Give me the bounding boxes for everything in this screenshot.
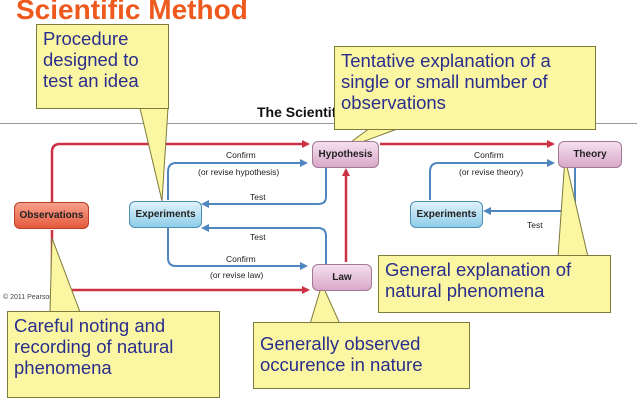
copyright-text: © 2011 Pearson bbox=[3, 294, 54, 301]
experiment-callout: Procedure designed to test an idea bbox=[36, 24, 169, 109]
label-confirm-law: Confirm bbox=[226, 254, 256, 264]
hypothesis-node: Hypothesis bbox=[312, 141, 379, 168]
divider-line bbox=[0, 123, 637, 124]
label-test-theory: Test bbox=[527, 220, 543, 230]
pointer-experiment-callout bbox=[139, 107, 169, 202]
label-revise-hypothesis: (or revise hypothesis) bbox=[198, 167, 280, 177]
arrow-experiments-confirm-law bbox=[167, 228, 308, 270]
arrow-law-test-experiments bbox=[201, 224, 327, 265]
theory-node: Theory bbox=[558, 141, 622, 168]
law-node: Law bbox=[312, 264, 372, 291]
slide-title: Scientific Method bbox=[16, 0, 248, 25]
pointer-theory-callout bbox=[557, 157, 589, 258]
theory-callout: General explanation of natural phenomena bbox=[378, 255, 611, 313]
pointer-observation-callout bbox=[49, 237, 81, 313]
label-confirm-theory: Confirm bbox=[474, 150, 504, 160]
arrow-experiments-confirm-theory bbox=[429, 159, 555, 200]
arrow-experiments-confirm-hypothesis bbox=[167, 159, 308, 200]
label-confirm-hypothesis: Confirm bbox=[226, 150, 256, 160]
observations-node: Observations bbox=[14, 202, 89, 229]
experiments-left-node: Experiments bbox=[129, 201, 202, 228]
label-revise-law: (or revise law) bbox=[210, 270, 264, 280]
label-test-law: Test bbox=[250, 232, 266, 242]
law-callout: Generally observed occurence in nature bbox=[253, 322, 470, 389]
hypothesis-callout: Tentative explanation of a single or sma… bbox=[334, 46, 596, 130]
experiments-right-node: Experiments bbox=[410, 201, 483, 228]
label-test-hypothesis: Test bbox=[250, 192, 266, 202]
observation-callout: Careful noting and recording of natural … bbox=[7, 311, 220, 398]
arrow-hypothesis-test-experiments bbox=[201, 168, 327, 208]
arrow-observations-to-hypothesis bbox=[50, 140, 310, 202]
label-revise-theory: (or revise theory) bbox=[459, 167, 524, 177]
arrow-observations-to-law bbox=[50, 230, 310, 294]
